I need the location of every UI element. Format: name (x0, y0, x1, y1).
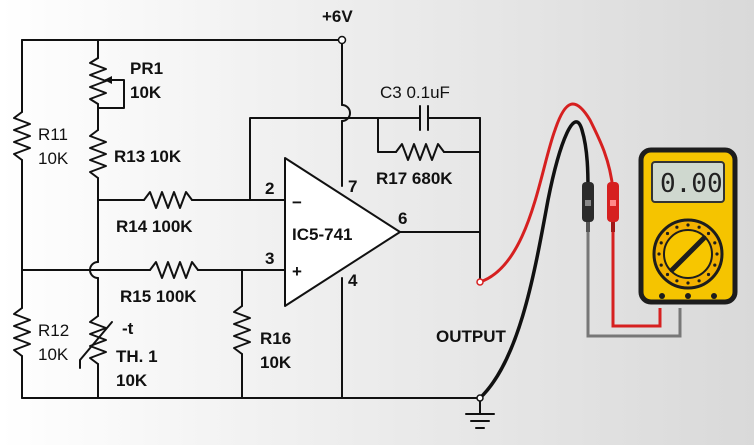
red-probe-lead (478, 102, 615, 284)
dial-dot (657, 252, 661, 256)
r12-name: R12 (38, 321, 69, 340)
c3-label: C3 0.1uF (380, 83, 450, 102)
pin-4-label: 4 (348, 271, 358, 290)
resistor-r13 (89, 129, 107, 317)
dial-dot (697, 225, 701, 229)
red-meter-wire (611, 232, 662, 328)
opamp-ic5 (284, 157, 481, 399)
dial-dot (675, 279, 679, 283)
pin-7-label: 7 (348, 177, 357, 196)
dial-dot (659, 241, 663, 245)
dial-dot (706, 231, 711, 236)
r13-label: R13 10K (114, 147, 182, 166)
pr1-value: 10K (130, 83, 162, 102)
r16-name: R16 (260, 329, 291, 348)
red-probe (607, 182, 619, 232)
r11-name: R11 (38, 125, 68, 144)
black-meter-wire (586, 232, 682, 338)
dial-dot (713, 263, 717, 267)
r15-label: R15 100K (120, 287, 197, 306)
dial-dots (657, 223, 719, 285)
r17-label: R17 680K (376, 169, 453, 188)
resistor-r16 (233, 269, 251, 399)
output-label: OUTPUT (436, 327, 507, 346)
resistor-r14 (97, 191, 286, 209)
opamp-minus-sign: − (292, 193, 302, 212)
black-probe-lead (478, 120, 590, 400)
dial-dot (706, 272, 711, 277)
dial-dot (686, 281, 690, 285)
supply-label: +6V (322, 7, 353, 26)
pr1-name: PR1 (130, 59, 163, 78)
th1-value: 10K (116, 371, 148, 390)
meter-display: 0.00 (660, 169, 723, 199)
th1-marker: -t (122, 319, 134, 338)
feedback-network (249, 105, 481, 281)
pin-3-label: 3 (265, 249, 274, 268)
pin-6-label: 6 (398, 209, 407, 228)
r11-value: 10K (38, 149, 69, 168)
r16-value: 10K (260, 353, 292, 372)
black-probe (582, 182, 594, 232)
opamp-name: IC5-741 (292, 225, 352, 244)
pin-2-label: 2 (265, 179, 274, 198)
dial-dot (713, 241, 717, 245)
resistor-r11 (13, 39, 31, 271)
dial-dot (697, 279, 701, 283)
potentiometer-pr1 (89, 39, 125, 131)
dial-dot (665, 231, 670, 236)
resistor-r12 (13, 269, 31, 399)
resistor-r15 (21, 261, 286, 279)
r12-value: 10K (38, 345, 69, 364)
th1-name: TH. 1 (116, 347, 158, 366)
ground-rail (21, 397, 495, 429)
r14-label: R14 100K (116, 217, 193, 236)
dial-dot (715, 252, 719, 256)
opamp-plus-sign: + (292, 262, 302, 281)
dial-dot (675, 225, 679, 229)
thermistor-th1 (79, 315, 113, 399)
dial-dot (686, 223, 690, 227)
supply-rail (21, 35, 351, 181)
dial-dot (665, 272, 670, 277)
dial-dot (659, 263, 663, 267)
